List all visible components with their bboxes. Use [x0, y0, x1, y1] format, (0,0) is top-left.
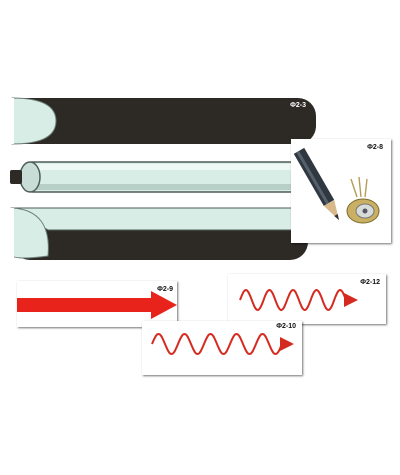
laser-diode-icon — [346, 176, 380, 224]
light-tube-graphic — [10, 161, 299, 193]
pencil-icon — [293, 147, 339, 221]
card-label-arrow: Φ2-9 — [157, 286, 173, 293]
red-arrow — [17, 291, 177, 319]
card-light-tube — [8, 158, 300, 198]
card-label-pencil: Φ2-8 — [367, 144, 383, 151]
half-tube-graphic — [8, 207, 308, 260]
card-half-tube — [8, 206, 308, 262]
card-red-arrow: Φ2-9 — [17, 281, 177, 327]
card-label-wave-top: Φ2-12 — [360, 279, 380, 286]
card-wave-top: Φ2-12 — [228, 274, 386, 324]
sine-wave-top — [239, 288, 358, 312]
card-label-tubes: Φ2-3 — [290, 102, 306, 109]
card-dark-tube: Φ2-3 — [8, 96, 316, 146]
card-wave-bottom: Φ2-10 — [142, 321, 302, 375]
card-label-wave-bottom: Φ2-10 — [276, 323, 296, 330]
dark-tube-graphic — [8, 97, 316, 145]
card-pencil-laser: Φ2-8 — [291, 139, 391, 243]
sine-wave-bottom — [151, 332, 294, 356]
